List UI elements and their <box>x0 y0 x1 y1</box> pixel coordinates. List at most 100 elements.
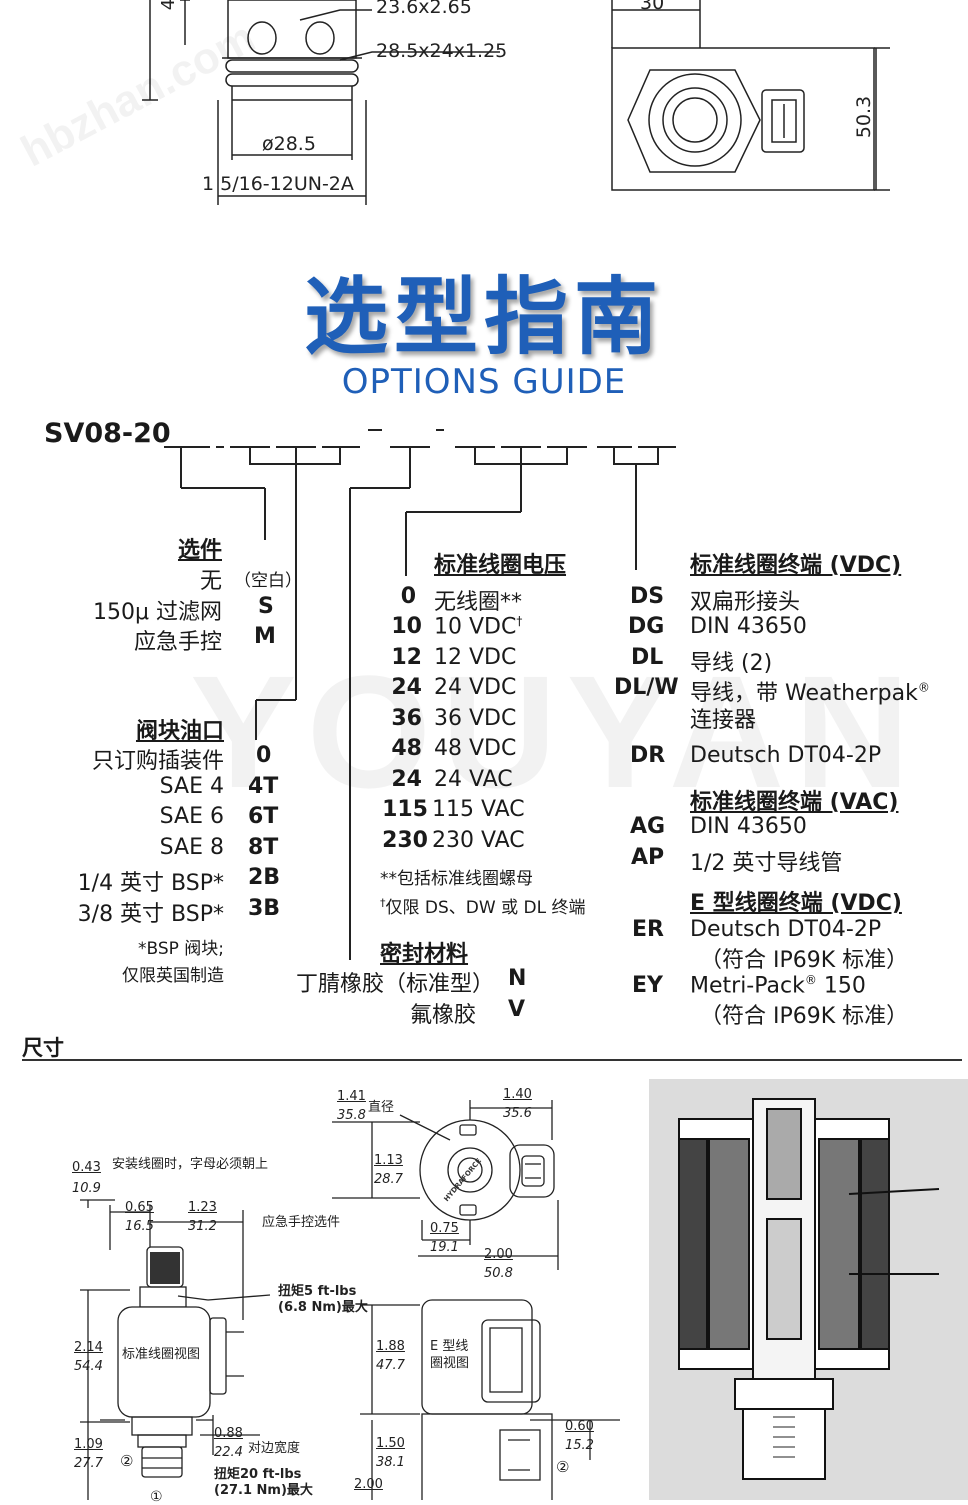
options-label-2: 应急手控 <box>133 630 222 655</box>
seals-label-0: 丁腈橡胶（标准型） <box>295 972 494 997</box>
dim-2-00-bottom: 2.00 <box>354 1477 383 1492</box>
voltage-note-2-sup: † <box>380 896 386 910</box>
terminals-vac-heading: 标准线圈终端 (VAC) <box>690 790 899 815</box>
dim-1-50: 1.50 <box>376 1436 405 1451</box>
diameter-label: 直径 <box>368 1100 395 1115</box>
terminals-e-label-1-text: Metri-Pack <box>690 973 805 999</box>
voltage-heading: 标准线圈电压 <box>434 553 567 578</box>
terminals-vdc-label-1: DIN 43650 <box>690 614 807 639</box>
dim-2-00: 2.00 <box>484 1247 513 1262</box>
ports-code-3: 8T <box>248 835 279 860</box>
dim-35-6: 35.6 <box>503 1106 532 1121</box>
voltage-note-2: †仅限 DS、DW 或 DL 终端 <box>380 893 585 918</box>
options-label-0: 无 <box>199 569 222 594</box>
dim-2-14: 2.14 <box>74 1340 103 1355</box>
dim-1-41: 1.41 <box>337 1089 366 1104</box>
ports-code-4: 2B <box>248 865 281 890</box>
dim-15-2: 15.2 <box>565 1438 594 1453</box>
callout-override: 应急手控选件 <box>262 1215 341 1230</box>
options-label-1: 150μ 过滤网 <box>93 600 222 625</box>
model-code-selector-lines <box>164 429 676 960</box>
voltage-label-6: 24 VAC <box>434 767 513 792</box>
dim-38-1: 38.1 <box>376 1455 405 1470</box>
terminals-e-code-1: EY <box>632 973 663 998</box>
terminals-vdc-label-3: 导线，带 Weatherpak® <box>690 675 930 707</box>
dim-thread2: 28.5x24x1.25 <box>376 40 508 62</box>
voltage-note-2-text: 仅限 DS、DW 或 DL 终端 <box>385 898 586 918</box>
voltage-note-1: **包括标准线圈螺母 <box>380 869 533 889</box>
ports-label-0: 只订购插装件 <box>91 749 224 774</box>
voltage-code-7: 115 <box>382 797 428 822</box>
dim-0-88: 0.88 <box>214 1426 243 1441</box>
terminals-e-label-0: Deutsch DT04-2P <box>690 917 882 942</box>
dim-dia: ø28.5 <box>262 133 316 155</box>
port-1-marker: ① <box>150 1489 163 1505</box>
dimensions-divider <box>22 1059 962 1061</box>
voltage-label-0: 无线圈** <box>434 590 523 615</box>
dim-1-13: 1.13 <box>374 1153 403 1168</box>
callout-torque1a: 扭矩5 ft-lbs <box>278 1284 357 1299</box>
voltage-label-5: 48 VDC <box>434 736 517 761</box>
port-2-marker-mid: ② <box>556 1458 570 1476</box>
terminals-vac-label-0: DIN 43650 <box>690 814 807 839</box>
ports-label-4: 1/4 英寸 BSP* <box>77 871 224 896</box>
terminals-vdc-label-4: Deutsch DT04-2P <box>690 743 882 768</box>
dim-47-7: 47.7 <box>376 1358 405 1373</box>
voltage-label-2: 12 VDC <box>434 645 517 670</box>
terminals-vdc-label-3-text: 导线，带 Weatherpak <box>690 681 918 706</box>
dim-50-8: 50.8 <box>484 1266 513 1281</box>
voltage-code-0: 0 <box>400 584 416 609</box>
e-coil-view-2: 圈视图 <box>430 1356 470 1371</box>
terminals-vdc-label-2: 导线 (2) <box>690 651 773 676</box>
dim-35-8: 35.8 <box>337 1108 366 1123</box>
title-english: OPTIONS GUIDE <box>341 362 627 402</box>
seals-heading: 密封材料 <box>380 942 469 967</box>
dim-16-5: 16.5 <box>125 1219 154 1234</box>
dim-31-2: 31.2 <box>188 1219 217 1234</box>
ports-code-5: 3B <box>248 896 281 921</box>
e-coil-view-1: E 型线 <box>430 1339 469 1354</box>
terminals-vdc-label-3-sup: ® <box>917 680 930 695</box>
dim-1-88: 1.88 <box>376 1339 405 1354</box>
voltage-code-1: 10 <box>391 614 422 639</box>
terminals-e-label-1-after: 150 <box>816 973 866 999</box>
dim-1-40: 1.40 <box>503 1087 532 1102</box>
terminals-vac-code-1: AP <box>631 845 665 870</box>
valve-cross-section-illustration <box>678 1098 940 1480</box>
voltage-code-2: 12 <box>391 645 422 670</box>
voltage-code-4: 36 <box>391 706 422 731</box>
voltage-label-3: 24 VDC <box>434 675 517 700</box>
note-letters-up: 安装线圈时，字母必须朝上 <box>112 1157 269 1172</box>
watermark-brand: YOUYAN <box>190 642 920 821</box>
options-code-0: （空白） <box>234 571 302 591</box>
callout-flats: 对边宽度 <box>248 1441 301 1456</box>
options-heading: 选件 <box>177 538 222 563</box>
dim-0-43: 0.43 <box>72 1160 101 1175</box>
voltage-code-8: 230 <box>382 828 428 853</box>
terminals-e-label-1: Metri-Pack® 150 <box>690 973 866 998</box>
options-code-2: M <box>254 624 276 649</box>
voltage-label-4: 36 VDC <box>434 706 517 731</box>
terminals-e-code-0: ER <box>632 917 664 942</box>
std-coil-view: 标准线圈视图 <box>122 1347 201 1362</box>
callout-torque2a: 扭矩20 ft-lbs <box>214 1467 302 1482</box>
dim-width: 30 <box>640 0 665 14</box>
voltage-label-7: 115 VAC <box>432 797 525 822</box>
dim-10-9: 10.9 <box>72 1181 101 1196</box>
ports-note-2: 仅限英国制造 <box>122 966 224 986</box>
voltage-label-8: 230 VAC <box>432 828 525 853</box>
seals-label-1: 氟橡胶 <box>409 1003 476 1028</box>
voltage-label-1-text: 10 VDC <box>434 614 517 640</box>
seals-code-0: N <box>508 966 527 991</box>
callout-torque1b: (6.8 Nm)最大 <box>278 1300 368 1315</box>
top-technical-drawing <box>142 0 890 205</box>
seals-code-1: V <box>508 997 526 1022</box>
ports-label-5: 3/8 英寸 BSP* <box>77 902 224 927</box>
dim-1-23: 1.23 <box>188 1200 217 1215</box>
ports-code-2: 6T <box>248 804 279 829</box>
terminals-vdc-heading: 标准线圈终端 (VDC) <box>690 553 902 578</box>
coil-top-drawing <box>332 1100 620 1500</box>
dim-thread-main: 1 5/16-12UN-2A <box>202 173 354 195</box>
voltage-code-5: 48 <box>391 736 422 761</box>
valve-side-drawing <box>80 1199 271 1500</box>
